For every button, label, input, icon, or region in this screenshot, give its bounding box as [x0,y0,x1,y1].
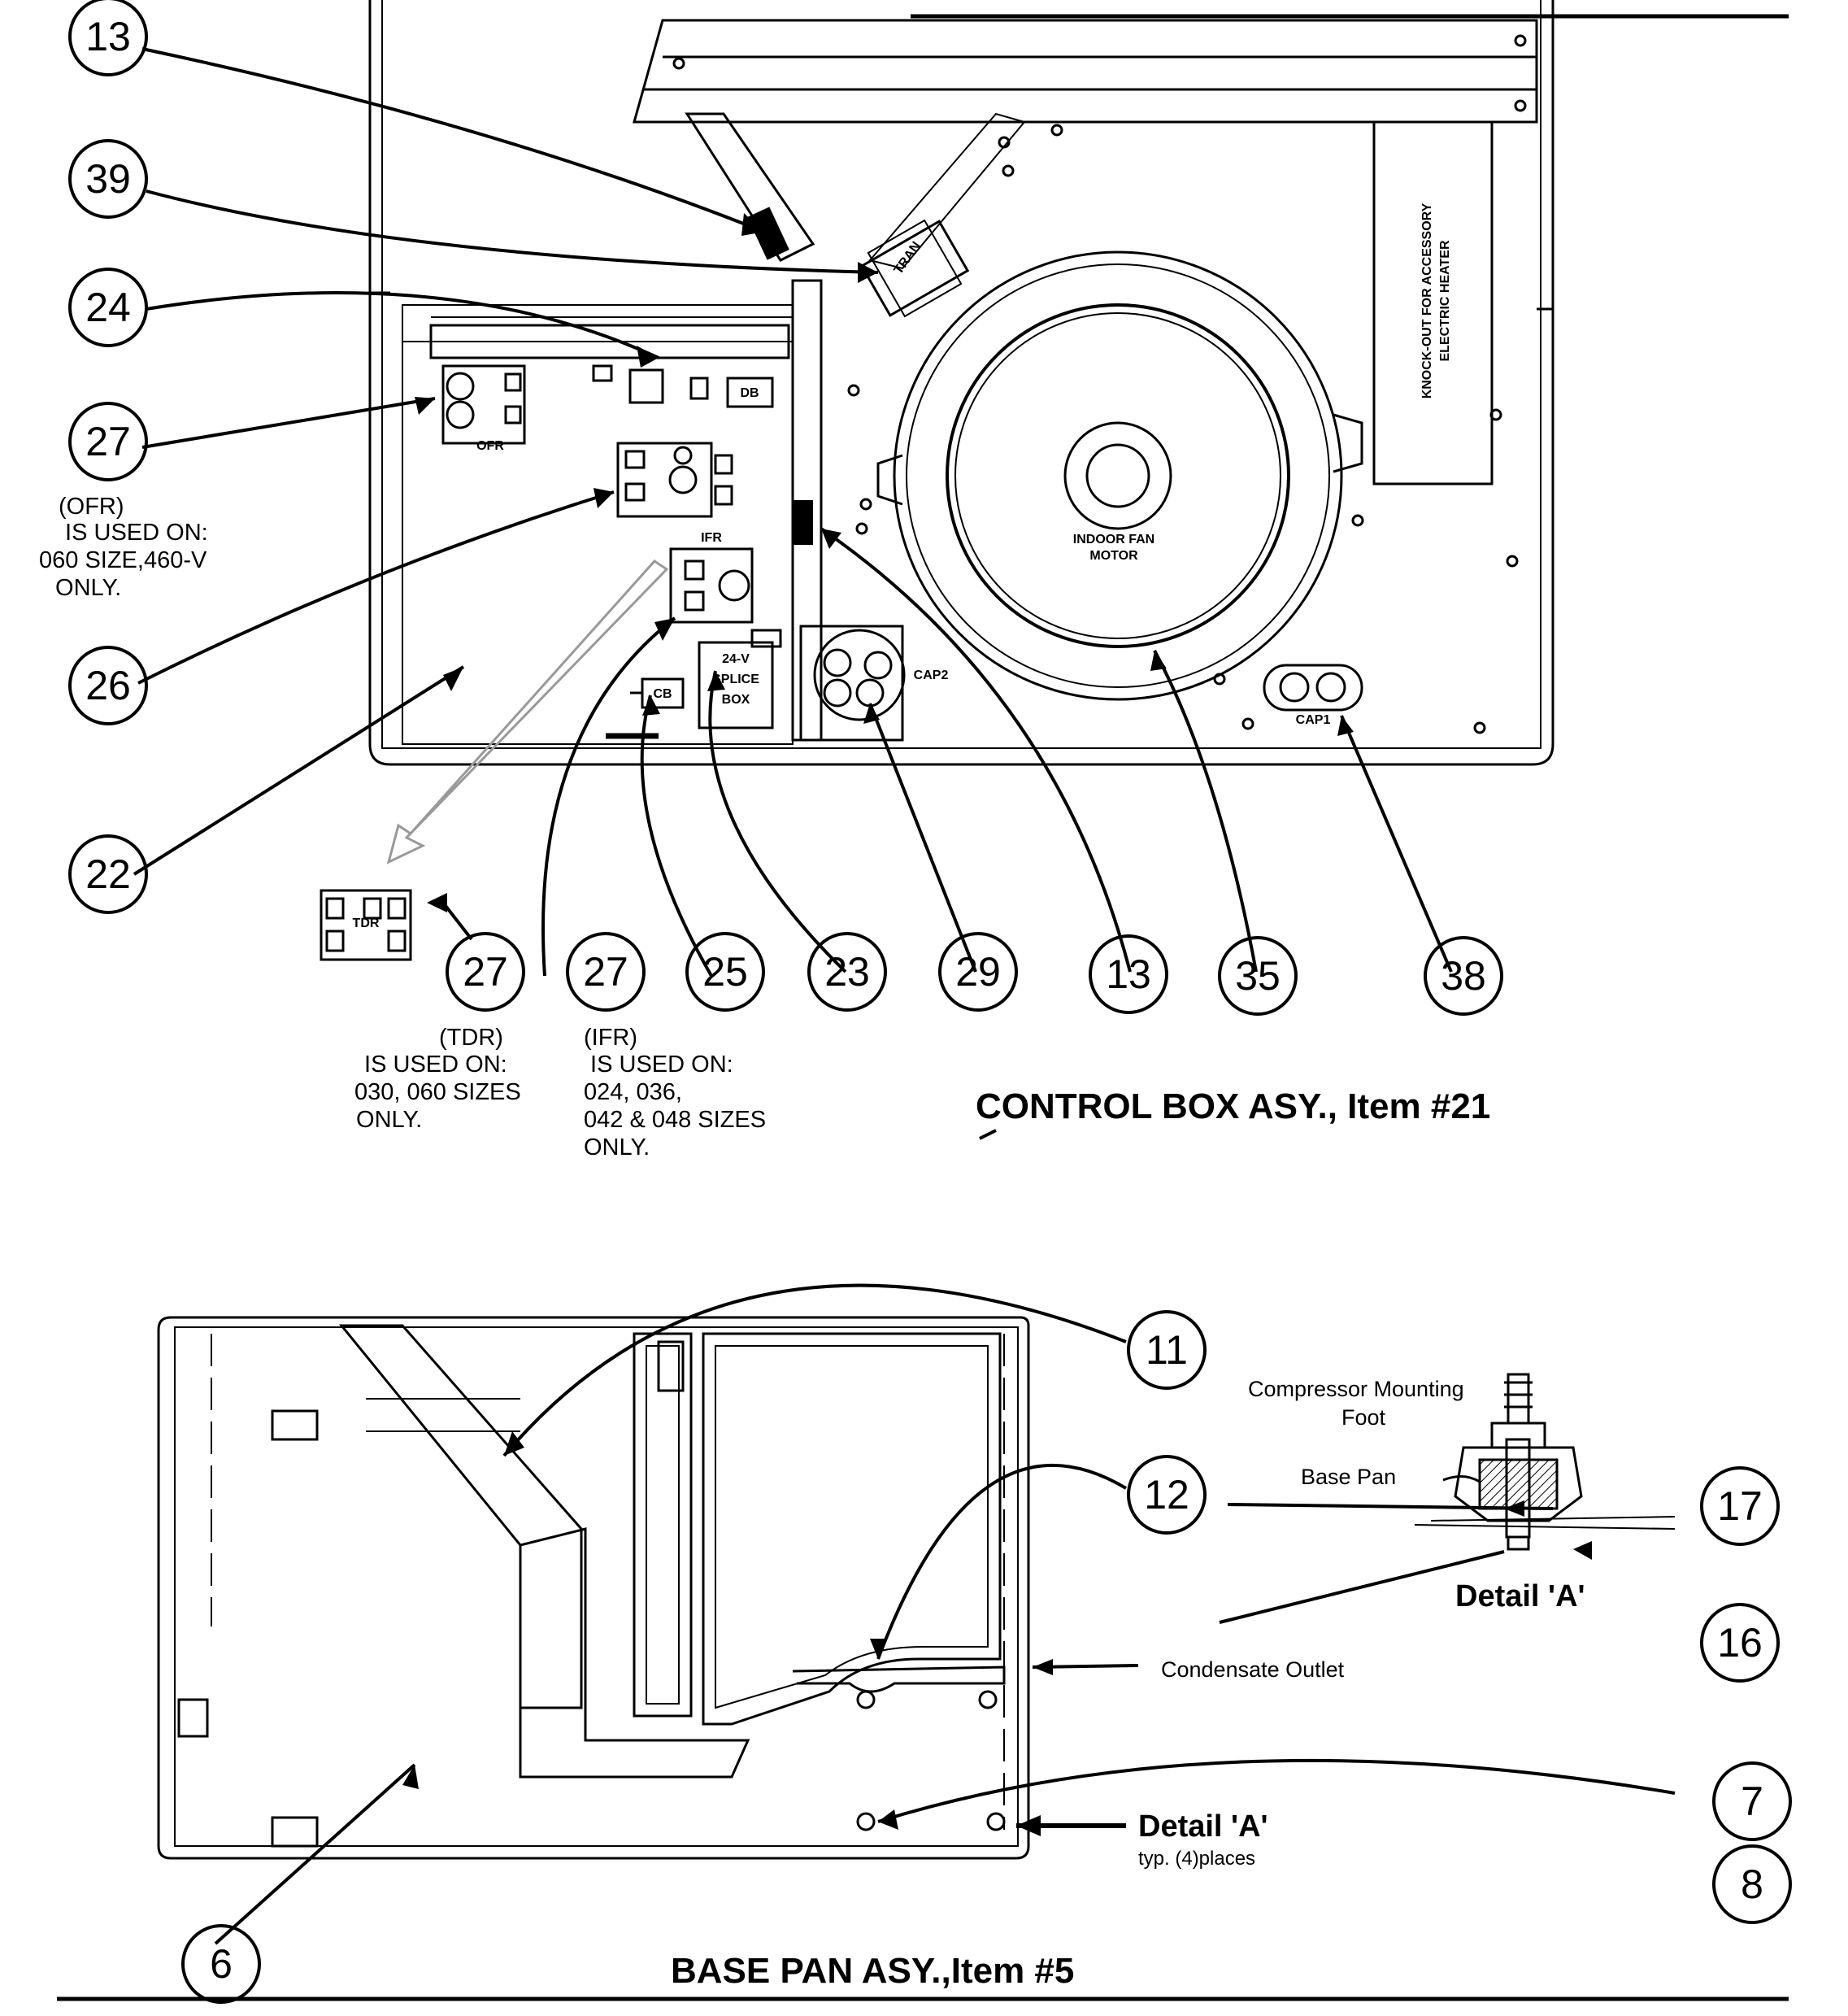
splice-label-line3: BOX [722,693,750,707]
cap1-label: CAP1 [1296,713,1331,727]
callout-23: 23 [824,949,870,995]
ofr-label: OFR [476,439,504,453]
callout-6: 6 [210,1941,233,1987]
svg-text:(IFR): (IFR) [584,1025,637,1051]
callout-35: 35 [1235,953,1281,999]
callout-25: 25 [702,949,748,995]
ofr-note: (OFR) IS USED ON: 060 SIZE,460-V ONLY. [39,494,208,601]
component-labels: TRAN KNOCK-OUT FOR ACCESSORY ELECTRIC HE… [353,202,1452,930]
detail-a-reference: Detail 'A' [1138,1809,1268,1844]
tdr-note: (TDR) IS USED ON: 030, 060 SIZES ONLY. [350,1025,521,1133]
svg-text:ONLY.: ONLY. [49,575,121,601]
callout-17: 17 [1717,1483,1763,1529]
knockout-label-line1: KNOCK-OUT FOR ACCESSORY [1420,202,1434,398]
svg-text:IS USED ON:: IS USED ON: [584,1052,733,1078]
leader-lines-control-box [133,47,1453,1140]
motor-label-line1: INDOOR FAN [1073,533,1154,546]
callout-39: 39 [85,156,131,202]
callout-38: 38 [1441,953,1486,999]
base-pan-label: Base Pan [1301,1465,1396,1489]
callout-26: 26 [85,663,131,708]
callout-27-ofr: 27 [85,419,131,464]
svg-text:024, 036,: 024, 036, [584,1079,682,1105]
cap2-label: CAP2 [914,668,949,682]
svg-text:030, 060 SIZES: 030, 060 SIZES [354,1079,521,1105]
callout-29: 29 [955,949,1001,995]
leader-lines-base-pan [214,1283,1676,1945]
svg-text:ONLY.: ONLY. [350,1107,422,1133]
svg-text:ONLY.: ONLY. [584,1134,650,1160]
callout-24: 24 [85,285,131,330]
detail-a-drawing [1414,1373,1676,1551]
detail-a-places: typ. (4)places [1138,1848,1255,1870]
condensate-outlet-label: Condensate Outlet [1161,1657,1345,1682]
wire-tie-upper [747,207,789,260]
callouts-base-pan [181,1310,1792,2004]
callout-12: 12 [1144,1472,1189,1517]
detail-a-title: Detail 'A' [1455,1579,1585,1613]
cb-label: CB [653,687,672,701]
svg-text:060 SIZE,460-V: 060 SIZE,460-V [39,547,207,573]
arrowheads [415,213,1354,912]
callout-11: 11 [1146,1327,1188,1373]
control-box-title: CONTROL BOX ASY., Item #21 [976,1086,1490,1126]
svg-text:IS USED ON:: IS USED ON: [358,1052,507,1078]
callout-13-top: 13 [85,14,131,59]
tdr-leader [441,901,473,941]
callout-22: 22 [85,851,131,897]
callouts-control-box [68,0,1503,1016]
svg-text:042 & 048 SIZES: 042 & 048 SIZES [584,1107,766,1133]
relocation-arrow [386,560,669,864]
ifr-note: (IFR) IS USED ON: 024, 036, 042 & 048 SI… [584,1025,766,1160]
svg-text:IS USED ON:: IS USED ON: [59,520,208,546]
callout-27-tdr: 27 [463,949,508,995]
tdr-label: TDR [353,917,380,930]
callout-7: 7 [1741,1779,1763,1824]
knockout-label-line2: ELECTRIC HEATER [1438,240,1452,361]
motor-label-line2: MOTOR [1089,549,1138,563]
compressor-foot-label-line1: Compressor Mounting [1248,1377,1464,1401]
base-pan-title: BASE PAN ASY.,Item #5 [671,1951,1074,1991]
splice-label-line1: 24-V [722,652,750,666]
svg-text:(TDR): (TDR) [439,1025,503,1051]
callout-27-ifr: 27 [583,949,628,995]
tdr-relay [320,889,412,961]
callout-8: 8 [1741,1861,1763,1907]
svg-text:(OFR): (OFR) [59,494,124,520]
db-label: DB [740,386,759,400]
ifr-label: IFR [701,531,722,545]
callout-13-bottom: 13 [1106,951,1151,997]
arrowheads-base-pan [402,1431,1592,1836]
wire-tie-lower [793,500,813,545]
compressor-foot-label-line2: Foot [1341,1405,1386,1430]
callout-16: 16 [1717,1620,1763,1665]
base-pan-drawing [157,1316,1030,1860]
splice-label-line2: SPLICE [712,673,759,686]
